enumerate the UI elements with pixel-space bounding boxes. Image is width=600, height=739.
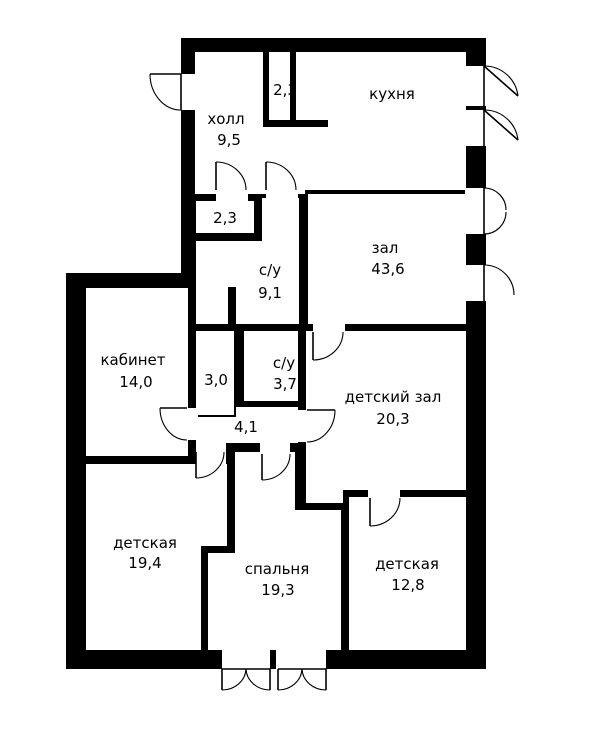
- storage-door: [215, 161, 247, 191]
- room-kids-left-area: [86, 464, 227, 650]
- bedroom-balcony-door-left: [221, 668, 271, 691]
- corridor-area: 4,1: [234, 418, 258, 436]
- room-bath2-area: [244, 331, 298, 401]
- kitchen-name: кухня: [369, 85, 415, 103]
- bedroom-balcony-door-right: [277, 668, 327, 691]
- bath1-door: [265, 161, 297, 191]
- room-kids-right-area: [349, 497, 466, 650]
- storage-mid-area: 2,3: [213, 209, 237, 227]
- room-interiors: [86, 52, 466, 650]
- room-bedroom-area: [208, 452, 341, 650]
- balcony-double-door: [483, 187, 507, 235]
- room-storage-top-area: [269, 52, 290, 120]
- bath2-name: с/у: [273, 354, 295, 372]
- study-area: 14,0: [119, 373, 152, 391]
- balcony-door-2: [483, 109, 519, 146]
- room-hall-area: [195, 52, 466, 194]
- room-bath1-area: [196, 198, 299, 324]
- study-door: [159, 407, 188, 441]
- room-living-area: [308, 194, 466, 324]
- room-kids-hall-area: [306, 331, 466, 503]
- kids-hall-area: 20,3: [376, 410, 409, 428]
- room-labels: 2,3 кухня холл 9,5 2,3 зал 43,6 с/у 9,1 …: [100, 81, 441, 599]
- room-corridor-area: [196, 407, 298, 443]
- kids-left-area: 19,4: [128, 554, 161, 572]
- kids-right-door: [369, 497, 401, 527]
- doors: [149, 65, 519, 691]
- bath1-area: 9,1: [258, 284, 282, 302]
- kids-right-area: 12,8: [391, 576, 424, 594]
- living-name: зал: [372, 239, 399, 257]
- bath1-name: с/у: [259, 261, 281, 279]
- hall-area: 9,5: [217, 131, 241, 149]
- balcony-door-3: [483, 264, 515, 301]
- closet-area: 3,0: [204, 371, 228, 389]
- kids-right-name: детская: [375, 555, 439, 573]
- door-openings: [180, 66, 487, 670]
- room-study-area: [86, 288, 188, 456]
- kids-left-door: [195, 451, 225, 479]
- storage-top-area: 2,3: [273, 81, 297, 99]
- room-storage-mid-area: [196, 201, 254, 233]
- hall-name: холл: [207, 110, 244, 128]
- entrance-door: [149, 73, 182, 111]
- living-area: 43,6: [371, 260, 404, 278]
- kids-hall-name: детский зал: [345, 388, 442, 406]
- kids-left-name: детская: [113, 534, 177, 552]
- bedroom-area: 19,3: [261, 581, 294, 599]
- bedroom-name: спальня: [245, 560, 310, 578]
- room-closet-area: [196, 331, 234, 415]
- kids-hall-door: [312, 331, 344, 361]
- bath2-area: 3,7: [273, 375, 297, 393]
- balcony-door-1: [483, 65, 519, 106]
- bedroom-door: [261, 453, 291, 481]
- corridor-door: [306, 409, 336, 443]
- study-name: кабинет: [100, 351, 165, 369]
